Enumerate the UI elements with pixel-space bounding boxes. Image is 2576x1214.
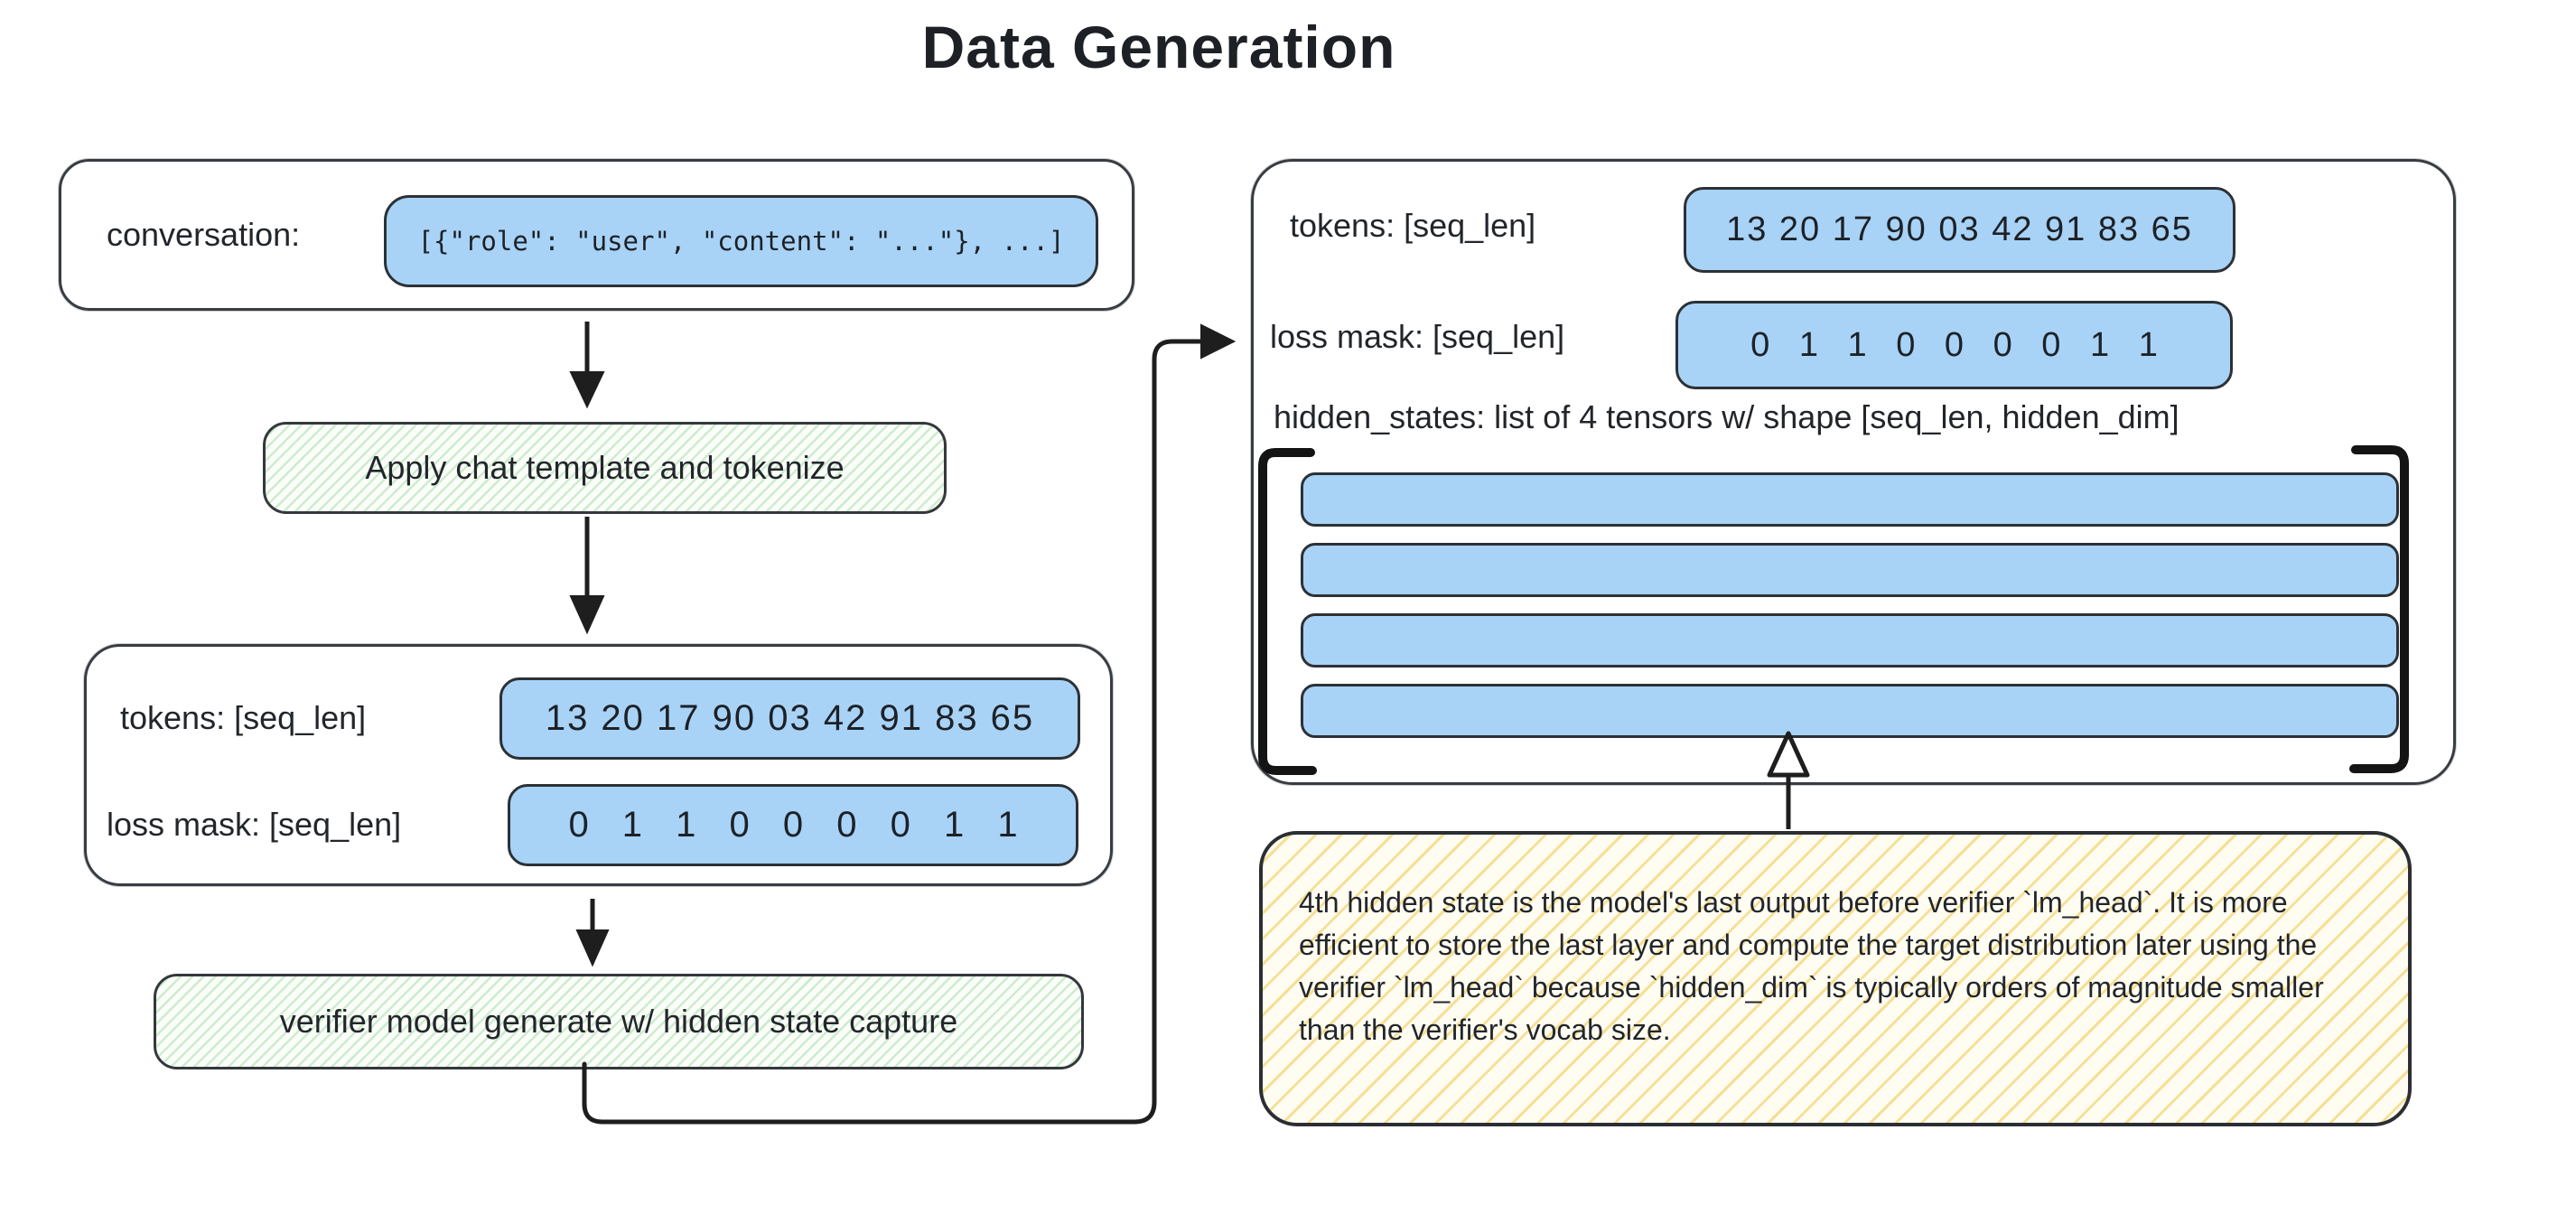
loss-mask-values-pill: 0 1 1 0 0 0 0 1 1 (508, 784, 1078, 866)
hidden-state-bar (1301, 684, 2399, 738)
conversation-value-pill: [{"role": "user", "content": "..."}, ...… (384, 195, 1098, 287)
conversation-label: conversation: (107, 216, 301, 253)
hidden-states-label: hidden_states: list of 4 tensors w/ shap… (1274, 398, 2179, 435)
hidden-state-bar (1301, 543, 2399, 597)
note-text: 4th hidden state is the model's last out… (1299, 886, 2324, 1046)
tokens-label: tokens: [seq_len] (120, 699, 367, 736)
down-arrow-icon (575, 899, 610, 967)
hidden-states-list (1254, 162, 2453, 782)
hidden-state-bar (1301, 472, 2399, 527)
output-tokens-values-pill: 13 20 17 90 03 42 91 83 65 (1684, 187, 2235, 273)
hidden-state-bar (1301, 613, 2399, 668)
step-verifier-generate: verifier model generate w/ hidden state … (154, 974, 1084, 1069)
down-arrow-icon (569, 517, 605, 635)
output-panel: tokens: [seq_len] 13 20 17 90 03 42 91 8… (1251, 159, 2456, 785)
output-loss-mask-values-pill: 0 1 1 0 0 0 0 1 1 (1675, 301, 2233, 389)
page-title: Data Generation (921, 14, 1396, 80)
loss-mask-label: loss mask: [seq_len] (107, 806, 402, 843)
conversation-box: conversation: [{"role": "user", "content… (59, 159, 1134, 311)
note-box: 4th hidden state is the model's last out… (1259, 831, 2412, 1126)
output-loss-mask-label: loss mask: [seq_len] (1270, 318, 1565, 355)
step-apply-chat-template: Apply chat template and tokenize (263, 422, 947, 514)
tokens-values-pill: 13 20 17 90 03 42 91 83 65 (499, 677, 1080, 760)
left-tokens-box: tokens: [seq_len] 13 20 17 90 03 42 91 8… (84, 644, 1113, 886)
output-tokens-label: tokens: [seq_len] (1290, 207, 1536, 244)
down-arrow-icon (569, 322, 605, 409)
